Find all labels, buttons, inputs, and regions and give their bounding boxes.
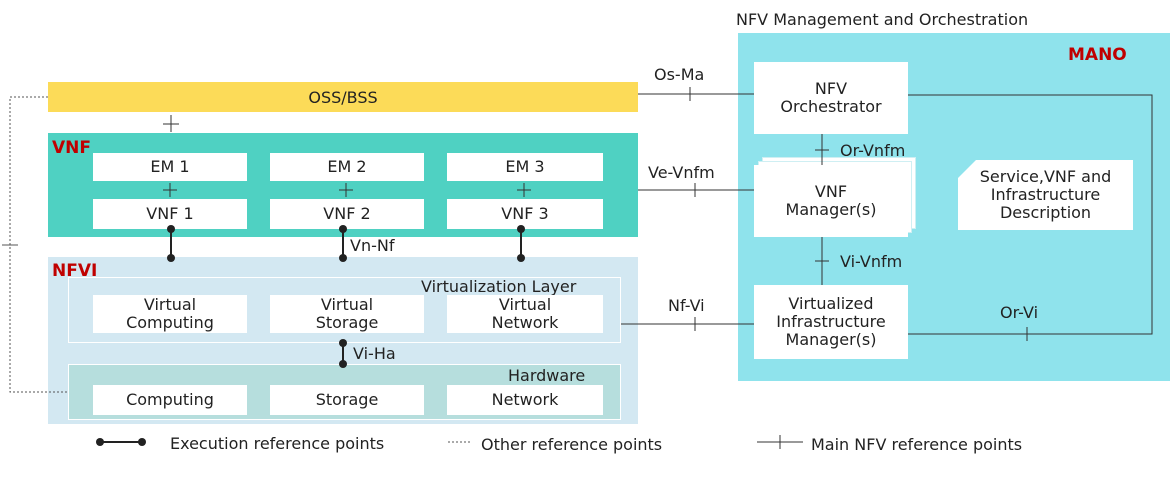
os-ma-label: Os-Ma — [654, 65, 705, 84]
vim-label: Virtualized Infrastructure Manager(s) — [776, 294, 886, 349]
mano-title: MANO — [1068, 45, 1127, 65]
em-1-box[interactable]: EM 1 — [93, 153, 247, 181]
legend-execution-label: Execution reference points — [170, 434, 385, 453]
mano-header: NFV Management and Orchestration — [736, 10, 1029, 29]
legend-main-label: Main NFV reference points — [811, 435, 1023, 454]
service-description-label: Service,VNF and Infrastructure Descripti… — [979, 167, 1112, 222]
oss-bss-bar[interactable]: OSS/BSS — [48, 82, 638, 112]
virtual-computing-box[interactable]: Virtual Computing — [93, 295, 247, 333]
vnf-2-box[interactable]: VNF 2 — [270, 199, 424, 229]
vnf-title: VNF — [52, 138, 91, 158]
nfv-orchestrator-label: NFV Orchestrator — [780, 79, 882, 116]
virtual-network-box[interactable]: Virtual Network — [447, 295, 603, 333]
vi-ha-label: Vi-Ha — [353, 344, 396, 363]
virtual-network-label: Virtual Network — [491, 295, 559, 332]
nfvi-title: NFVI — [52, 261, 98, 281]
legend-other-label: Other reference points — [481, 435, 663, 454]
oss-bss-label: OSS/BSS — [308, 87, 378, 107]
em-3-box[interactable]: EM 3 — [447, 153, 603, 181]
vnf3-exec-bottom — [517, 254, 525, 262]
computing-box[interactable]: Computing — [93, 385, 247, 415]
em-2-label: EM 2 — [327, 157, 367, 176]
network-box[interactable]: Network — [447, 385, 603, 415]
vnf-manager-label: VNF Manager(s) — [785, 182, 877, 219]
em-1-label: EM 1 — [150, 157, 190, 176]
vnf-3-box[interactable]: VNF 3 — [447, 199, 603, 229]
vnf-1-box[interactable]: VNF 1 — [93, 199, 247, 229]
virtualization-layer-label: Virtualization Layer — [421, 277, 577, 296]
legend-execution-dot-left — [96, 438, 104, 446]
vi-vnfm-label: Vi-Vnfm — [840, 252, 903, 271]
vn-nf-label: Vn-Nf — [350, 236, 395, 255]
other-reference-line — [9, 96, 68, 393]
hardware-label: Hardware — [508, 366, 586, 385]
vim-box[interactable]: Virtualized Infrastructure Manager(s) — [754, 285, 908, 359]
virtual-computing-label: Virtual Computing — [126, 295, 214, 332]
virtual-storage-box[interactable]: Virtual Storage — [270, 295, 424, 333]
storage-label: Storage — [315, 390, 379, 409]
vnf1-exec-bottom — [167, 254, 175, 262]
vnf3-exec-top — [517, 225, 525, 233]
vnf-2-label: VNF 2 — [323, 204, 371, 223]
or-vi-line — [908, 94, 1153, 335]
vi-ha-bottom — [339, 360, 347, 368]
or-vnfm-label: Or-Vnfm — [840, 141, 906, 160]
vnf-3-label: VNF 3 — [501, 204, 549, 223]
vnf-manager-box[interactable]: VNF Manager(s) — [754, 165, 908, 237]
vnf1-exec-top — [167, 225, 175, 233]
vnf-1-label: VNF 1 — [146, 204, 194, 223]
nf-vi-label: Nf-Vi — [668, 296, 705, 315]
vnf2-exec-top — [339, 225, 347, 233]
computing-label: Computing — [126, 390, 214, 409]
or-vi-label: Or-Vi — [1000, 303, 1039, 322]
nfv-orchestrator-box[interactable]: NFV Orchestrator — [754, 62, 908, 134]
vi-ha-top — [339, 339, 347, 347]
ve-vnfm-label: Ve-Vnfm — [648, 163, 715, 182]
em-3-label: EM 3 — [505, 157, 545, 176]
storage-box[interactable]: Storage — [270, 385, 424, 415]
virtual-storage-label: Virtual Storage — [315, 295, 379, 332]
service-description-box[interactable]: Service,VNF and Infrastructure Descripti… — [958, 160, 1133, 230]
em-2-box[interactable]: EM 2 — [270, 153, 424, 181]
vnf2-exec-bottom — [339, 254, 347, 262]
network-label: Network — [491, 390, 559, 409]
legend-execution-dot-right — [138, 438, 146, 446]
